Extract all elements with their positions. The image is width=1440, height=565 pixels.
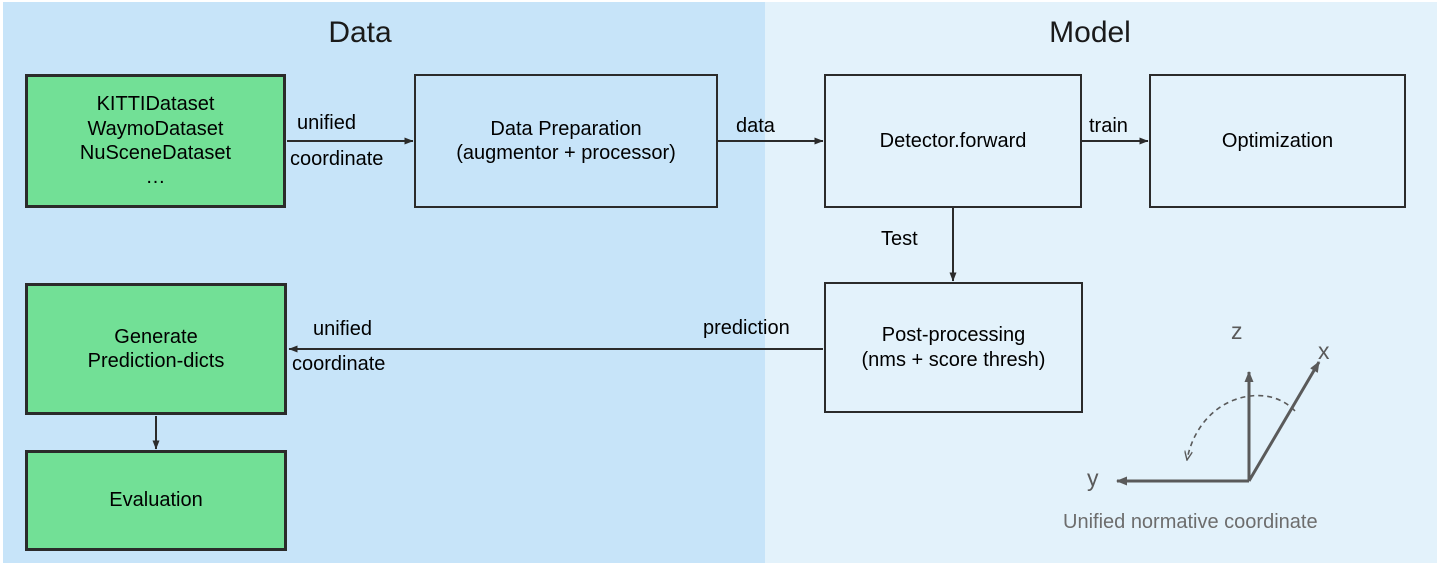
node-optimization[interactable]: Optimization [1149, 74, 1406, 208]
node-datasets-line-4: … [145, 166, 166, 189]
node-generate-prediction-dicts[interactable]: Generate Prediction-dicts [25, 283, 287, 415]
panel-title-data: Data [328, 16, 392, 49]
edge-label-coordinate-1: coordinate [290, 148, 384, 170]
node-evaluation-line-1: Evaluation [109, 489, 203, 512]
axis-caption: Unified normative coordinate [1063, 511, 1318, 533]
edge-label-unified-2: unified [313, 318, 372, 340]
axis-label-z: z [1231, 318, 1243, 344]
node-datasets-line-3: NuSceneDataset [79, 142, 232, 164]
node-generate-line-1: Generate [114, 325, 198, 348]
node-detector-forward[interactable]: Detector.forward [824, 74, 1082, 208]
node-detector-forward-line-1: Detector.forward [879, 129, 1027, 152]
node-datasets[interactable]: KITTIDataset WaymoDataset NuSceneDataset… [25, 74, 286, 208]
axis-label-y: y [1087, 465, 1099, 491]
axis-label-x: x [1318, 338, 1330, 364]
node-datasets-line-1: KITTIDataset [96, 93, 215, 116]
edge-label-test: Test [881, 228, 918, 250]
node-post-processing[interactable]: Post-processing (nms + score thresh) [824, 282, 1083, 413]
node-data-preparation-line-2: (augmentor + processor) [456, 142, 676, 164]
edge-label-coordinate-2: coordinate [292, 353, 386, 375]
panel-title-model: Model [1049, 16, 1131, 49]
node-post-processing-line-1: Post-processing [881, 324, 1026, 347]
node-post-processing-line-2: (nms + score thresh) [861, 348, 1046, 371]
node-optimization-line-1: Optimization [1221, 129, 1334, 152]
node-data-preparation[interactable]: Data Preparation (augmentor + processor) [414, 74, 718, 208]
edge-label-train: train [1089, 115, 1128, 137]
node-evaluation[interactable]: Evaluation [25, 450, 287, 551]
node-data-preparation-line-1: Data Preparation [490, 117, 642, 140]
edge-label-unified-1: unified [297, 112, 356, 134]
node-datasets-line-2: WaymoDataset [87, 117, 224, 140]
edge-label-prediction: prediction [703, 317, 790, 339]
node-generate-line-2: Prediction-dicts [87, 350, 225, 372]
edge-label-data: data [736, 115, 775, 137]
